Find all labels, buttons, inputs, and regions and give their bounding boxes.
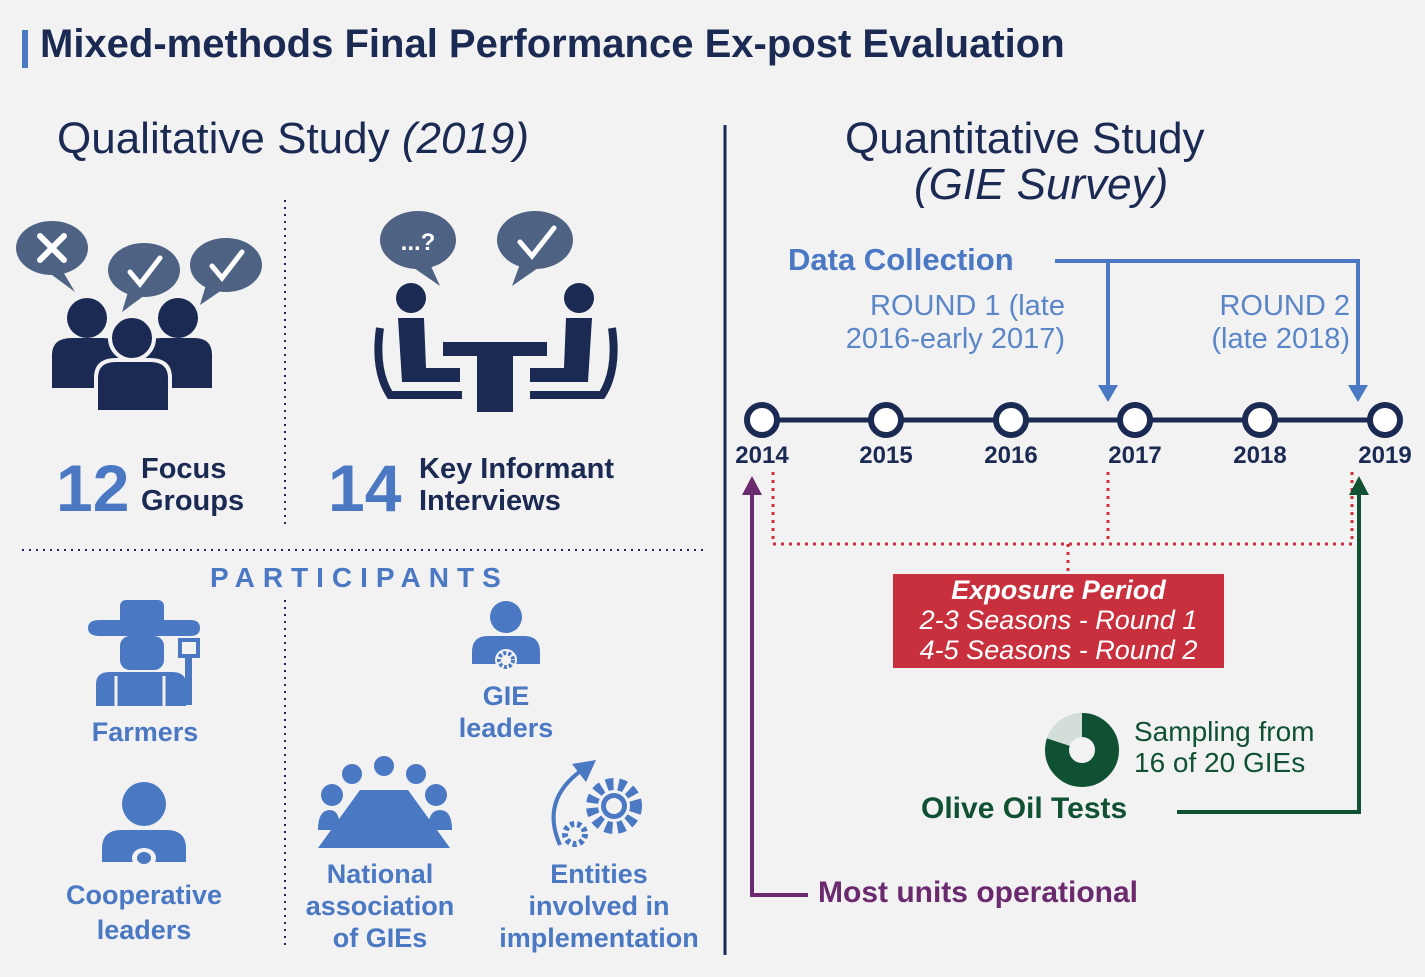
national-association-label: National association of GIEs [290, 858, 470, 954]
data-collection-label: Data Collection [788, 242, 1014, 277]
title-accent-bar [22, 30, 28, 68]
cooperative-leader-icon [102, 782, 186, 868]
focus-groups-count: 12 [56, 451, 130, 525]
exposure-line: 4-5 Seasons - Round 2 [919, 635, 1198, 665]
sampling-line: Sampling from [1134, 716, 1315, 747]
national-association-line: National [326, 859, 434, 889]
timeline-node [1367, 402, 1403, 438]
round1-label: ROUND 1 (late 2016-early 2017) [780, 290, 1065, 356]
key-informant-icon: ...? [374, 211, 618, 412]
exposure-period-text: Exposure Period 2-3 Seasons - Round 1 4-… [893, 575, 1224, 665]
year-label: 2019 [1358, 442, 1412, 469]
focus-group-icon [16, 221, 262, 414]
entities-line: implementation [499, 923, 699, 953]
olive-oil-arrow [1177, 476, 1369, 814]
sampling-line: 16 of 20 GIEs [1134, 747, 1306, 778]
interviews-count: 14 [328, 451, 402, 525]
interviews-label-line: Key Informant [419, 453, 614, 485]
round1-line: 2016-early 2017) [845, 323, 1065, 355]
gie-leaders-line: leaders [458, 713, 554, 743]
olive-oil-tests-label: Olive Oil Tests [921, 792, 1128, 825]
entities-line: Entities [550, 859, 648, 889]
round2-line: ROUND 2 [1219, 290, 1350, 322]
round2-line: (late 2018) [1211, 323, 1350, 355]
year-label: 2016 [984, 442, 1038, 469]
entities-label: Entities involved in implementation [476, 858, 722, 954]
cooperative-leaders-line: leaders [96, 915, 192, 945]
qualitative-heading: Qualitative Study (2019) [57, 114, 529, 164]
exposure-title: Exposure Period [951, 575, 1166, 605]
qualitative-year: (2019) [401, 114, 530, 163]
year-label: 2014 [735, 442, 789, 469]
national-association-line: of GIEs [332, 923, 428, 953]
entities-gears-icon [551, 760, 642, 847]
interviews-label: Key Informant Interviews [419, 453, 614, 517]
quantitative-heading: Quantitative Study [845, 114, 1205, 163]
national-association-icon [318, 756, 452, 848]
participants-heading: PARTICIPANTS [210, 562, 509, 593]
interviews-label-line: Interviews [419, 485, 561, 517]
data-collection-connectors [1055, 259, 1368, 402]
exposure-period-box [893, 574, 1224, 668]
year-label: 2017 [1108, 442, 1162, 469]
exposure-line: 2-3 Seasons - Round 1 [919, 605, 1198, 635]
round1-line: ROUND 1 (late [870, 290, 1065, 322]
sampling-label: Sampling from 16 of 20 GIEs [1134, 716, 1315, 778]
exposure-bracket [771, 472, 1354, 574]
focus-groups-label-line: Focus [141, 453, 227, 485]
gie-leaders-line: GIE [482, 681, 530, 711]
page-title: Mixed-methods Final Performance Ex-post … [40, 22, 1065, 66]
sampling-donut-chart [1045, 713, 1119, 787]
timeline-node [744, 402, 780, 438]
focus-groups-label: Focus Groups [141, 453, 244, 517]
timeline-node [1242, 402, 1278, 438]
cooperative-leaders-label: Cooperative leaders [40, 878, 248, 948]
year-label: 2018 [1233, 442, 1287, 469]
focus-groups-label-line: Groups [141, 485, 245, 517]
gie-leader-icon [472, 601, 540, 671]
gie-leaders-label: GIE leaders [430, 680, 582, 744]
timeline [744, 402, 1403, 438]
qualitative-heading-text: Qualitative Study [57, 114, 390, 163]
farmers-label: Farmers [91, 717, 199, 747]
farmer-icon [88, 600, 200, 706]
most-units-arrow [742, 476, 808, 897]
timeline-node [868, 402, 904, 438]
national-association-line: association [305, 891, 455, 921]
round2-label: ROUND 2 (late 2018) [1150, 290, 1350, 356]
quantitative-subheading: (GIE Survey) [914, 160, 1169, 209]
year-label: 2015 [859, 442, 913, 469]
entities-line: involved in [528, 891, 670, 921]
cooperative-leaders-line: Cooperative [65, 880, 223, 910]
timeline-node [993, 402, 1029, 438]
timeline-node [1117, 402, 1153, 438]
interview-bubble-text: ...? [401, 229, 436, 256]
most-units-label: Most units operational [818, 876, 1139, 909]
